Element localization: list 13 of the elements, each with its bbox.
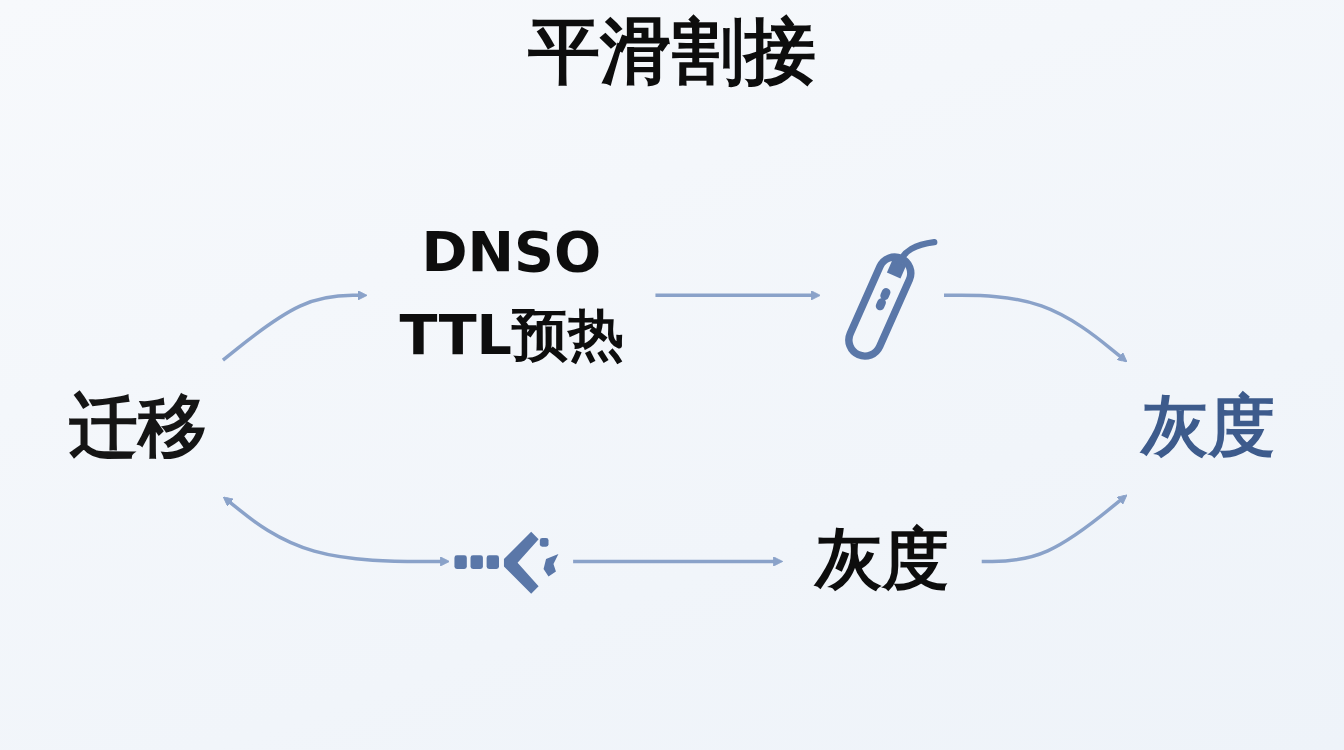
node-text: 灰度: [1141, 386, 1276, 465]
center-label: 平滑割接: [528, 10, 816, 93]
node-text: DNSO TTL预热: [399, 218, 623, 368]
arrow: [221, 290, 368, 362]
node-text: 迁移: [68, 385, 208, 467]
arrow: [222, 496, 450, 567]
arrow: [573, 556, 784, 567]
arrow: [655, 290, 821, 301]
chevron-dashes-icon: [454, 531, 559, 594]
handheld-probe-icon: [845, 239, 938, 360]
arrow: [943, 293, 1128, 363]
arrow: [981, 494, 1128, 564]
node-text: 灰度: [814, 519, 950, 598]
